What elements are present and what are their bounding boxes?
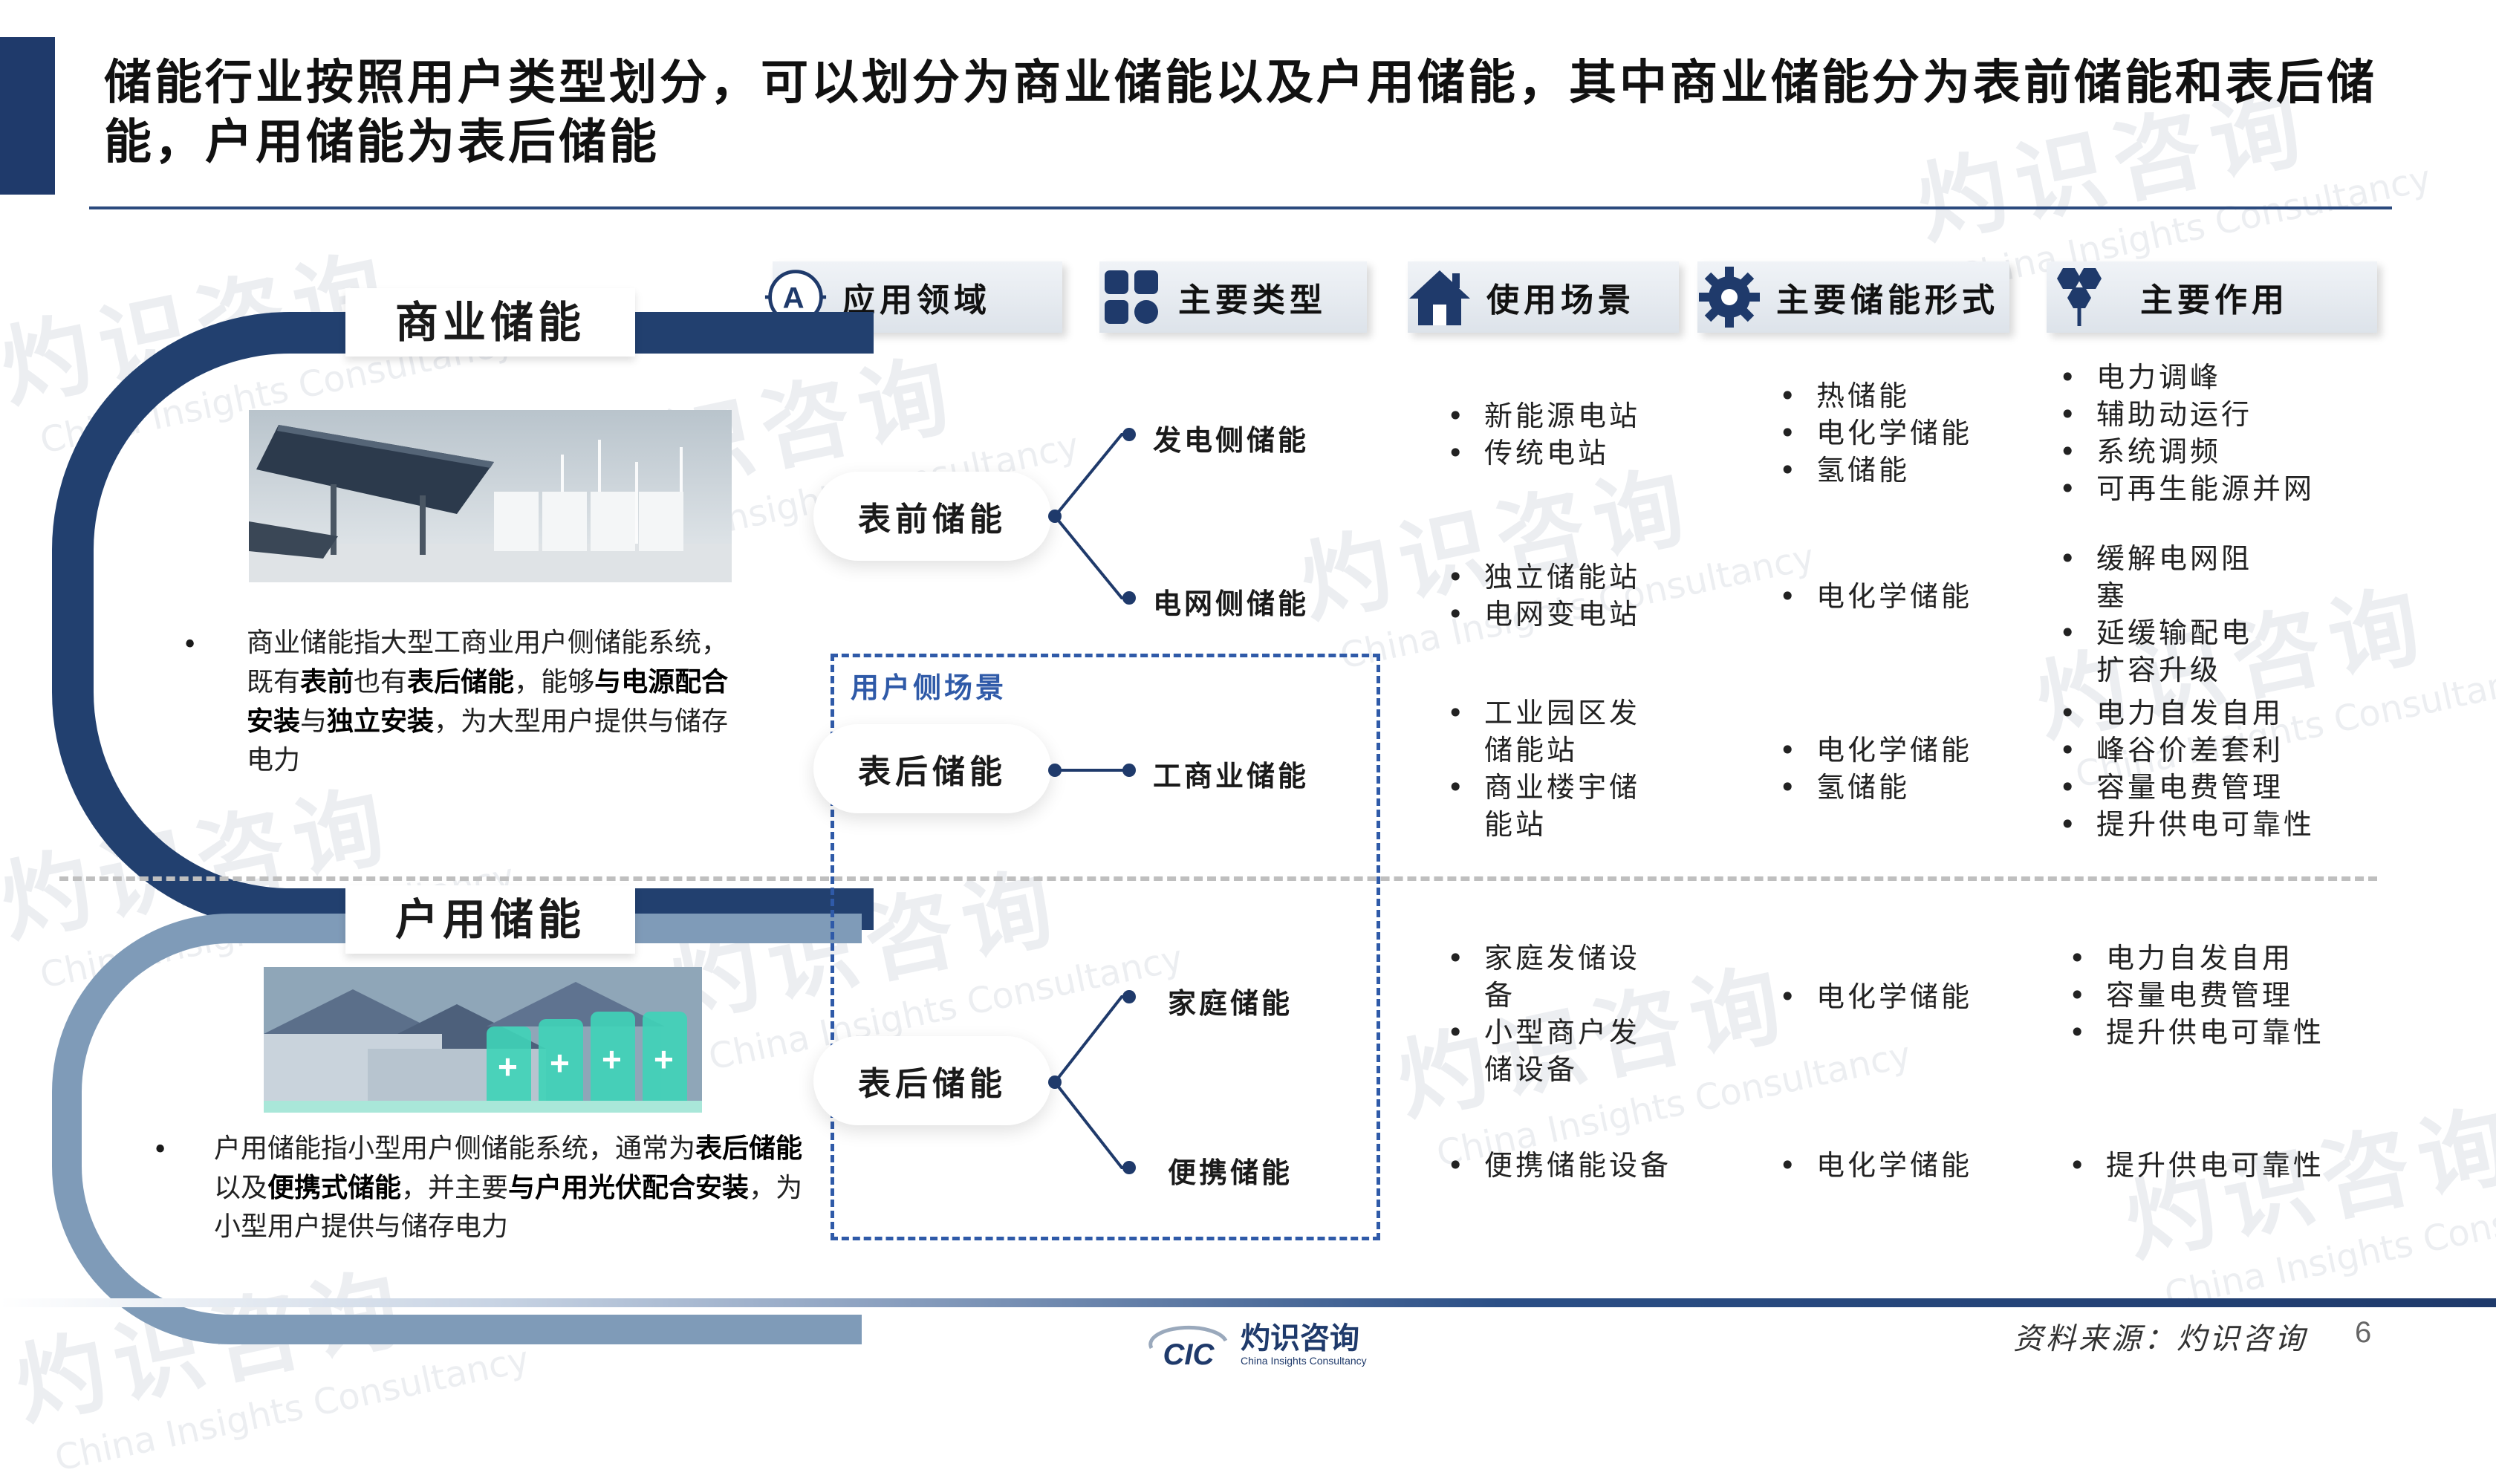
- role-list-portable: 提升供电可靠性: [2069, 1147, 2381, 1184]
- header-form-label: 主要储能形式: [1776, 281, 1999, 319]
- list-item: 传统电站: [1447, 435, 1670, 472]
- role-list-home: 电力自发自用 容量电费管理 提升供电可靠性: [2069, 940, 2381, 1051]
- commercial-description: 商业储能指大型工商业用户侧储能系统，既有表前也有表后储能，能够与电源配合安装与独…: [247, 628, 729, 775]
- bullet-dot: •: [152, 1135, 169, 1165]
- header-type: 主要类型: [1099, 261, 1367, 333]
- list-item: 电力自发自用: [2059, 694, 2371, 732]
- list-item: 电化学储能: [1779, 732, 2017, 769]
- subtype-commercial-industrial: 工商业储能: [1153, 759, 1310, 793]
- scenario-list-generation: 新能源电站 传统电站: [1447, 397, 1670, 472]
- role-list-ci: 电力自发自用 峰谷价差套利 容量电费管理 提升供电可靠性: [2059, 694, 2371, 843]
- form-list-grid: 电化学储能: [1779, 578, 2017, 615]
- scenario-list-home: 家庭发储设备 小型商户发储设备: [1447, 940, 1655, 1088]
- header-role: 主要作用: [2047, 261, 2377, 333]
- list-item: 家庭发储设备: [1447, 940, 1655, 1014]
- user-side-box: [831, 654, 1380, 1240]
- type-behind-meter-household: 表后储能: [813, 1036, 1051, 1125]
- list-item: 独立储能站: [1447, 559, 1670, 596]
- form-list-ci: 电化学储能 氢储能: [1779, 732, 2017, 806]
- user-side-label: 用户侧场景: [851, 671, 1007, 704]
- source-note: 资料来源：灼识咨询: [2013, 1322, 2307, 1356]
- list-item: 工业园区发储能站: [1447, 694, 1648, 769]
- list-item: 电力调峰: [2059, 359, 2371, 396]
- svg-text:+: +: [654, 1040, 674, 1078]
- list-item: 辅助动运行: [2059, 396, 2371, 433]
- page-number: 6: [2355, 1316, 2372, 1349]
- scenario-list-ci: 工业园区发储能站 商业楼宇储能站: [1447, 694, 1648, 843]
- connector-lines: [1048, 428, 1136, 1174]
- list-item: 容量电费管理: [2069, 977, 2381, 1014]
- logo-en: China Insights Consultancy: [1241, 1355, 1367, 1367]
- header-role-label: 主要作用: [2140, 281, 2289, 319]
- list-item: 电化学储能: [1779, 578, 2017, 615]
- svg-text:+: +: [550, 1044, 570, 1082]
- subtype-grid: 电网侧储能: [1153, 587, 1310, 620]
- list-item: 峰谷价差套利: [2059, 732, 2371, 769]
- svg-text:+: +: [602, 1040, 622, 1078]
- subtype-portable: 便携储能: [1168, 1156, 1293, 1189]
- list-item: 延缓输配电扩容升级: [2059, 614, 2282, 689]
- footer-rule: [0, 1298, 2496, 1307]
- commercial-solar-photo: [249, 410, 732, 582]
- list-item: 商业楼宇储能站: [1447, 769, 1648, 843]
- title-divider: [89, 206, 2392, 209]
- subtype-generation: 发电侧储能: [1153, 423, 1310, 457]
- cic-logo-icon: CIC: [1148, 1325, 1228, 1370]
- list-item: 新能源电站: [1447, 397, 1670, 435]
- list-item: 电化学储能: [1779, 978, 2017, 1015]
- svg-text:+: +: [498, 1047, 518, 1086]
- form-list-home: 电化学储能: [1779, 978, 2017, 1015]
- list-item: 小型商户发储设备: [1447, 1014, 1655, 1088]
- role-list-generation: 电力调峰 辅助动运行 系统调频 可再生能源并网: [2059, 359, 2371, 507]
- house-icon: [1408, 265, 1472, 329]
- logo-cn: 灼识咨询: [1241, 1321, 1359, 1356]
- circled-a-icon: A: [764, 265, 828, 329]
- list-item: 可再生能源并网: [2059, 470, 2371, 507]
- list-item: 电化学储能: [1779, 414, 2017, 452]
- form-list-portable: 电化学储能: [1779, 1147, 2017, 1184]
- title-accent-bar: [0, 37, 55, 195]
- list-item: 便携储能设备: [1447, 1147, 1685, 1184]
- scenario-list-grid: 独立储能站 电网变电站: [1447, 559, 1670, 633]
- svg-text:A: A: [783, 281, 809, 314]
- hexagon-cluster-icon: [2047, 265, 2110, 329]
- list-item: 容量电费管理: [2059, 769, 2371, 806]
- role-list-grid: 缓解电网阻塞 延缓输配电扩容升级: [2059, 540, 2282, 689]
- commercial-frame: [52, 312, 874, 930]
- bullet-dot: •: [182, 630, 198, 660]
- company-logo: CIC 灼识咨询 China Insights Consultancy: [1144, 1318, 1367, 1370]
- svg-text:CIC: CIC: [1163, 1338, 1215, 1370]
- list-item: 电网变电站: [1447, 596, 1670, 633]
- list-item: 氢储能: [1779, 769, 2017, 806]
- gear-icon: [1697, 265, 1761, 329]
- list-item: 系统调频: [2059, 433, 2371, 470]
- list-item: 电力自发自用: [2069, 940, 2381, 977]
- type-behind-meter-commercial: 表后储能: [813, 724, 1051, 813]
- household-label: 户用储能: [345, 885, 635, 954]
- list-item: 电化学储能: [1779, 1147, 2017, 1184]
- subtype-home: 家庭储能: [1168, 986, 1293, 1020]
- list-item: 缓解电网阻塞: [2059, 540, 2282, 614]
- header-type-label: 主要类型: [1178, 281, 1327, 319]
- commercial-label: 商业储能: [345, 288, 635, 357]
- list-item: 热储能: [1779, 377, 2017, 414]
- list-item: 氢储能: [1779, 452, 2017, 489]
- household-battery-photo: + + + +: [264, 967, 702, 1113]
- list-item: 提升供电可靠性: [2059, 806, 2371, 843]
- type-front-meter: 表前储能: [813, 472, 1051, 561]
- form-list-generation: 热储能 电化学储能 氢储能: [1779, 377, 2017, 489]
- scenario-list-portable: 便携储能设备: [1447, 1147, 1685, 1184]
- page-title: 储能行业按照用户类型划分，可以划分为商业储能以及户用储能，其中商业储能分为表前储…: [104, 55, 2377, 170]
- list-item: 提升供电可靠性: [2069, 1147, 2381, 1184]
- header-domain: A 应用领域: [764, 261, 1062, 333]
- header-scenario-label: 使用场景: [1486, 281, 1635, 319]
- section-separator: [59, 876, 2377, 881]
- header-form: 主要储能形式: [1697, 261, 2009, 333]
- header-scenario: 使用场景: [1408, 261, 1679, 333]
- list-item: 提升供电可靠性: [2069, 1014, 2381, 1051]
- household-description: 户用储能指小型用户侧储能系统，通常为表后储能以及便携式储能，并主要与户用光伏配合…: [214, 1133, 803, 1242]
- grid-squares-icon: [1099, 265, 1163, 329]
